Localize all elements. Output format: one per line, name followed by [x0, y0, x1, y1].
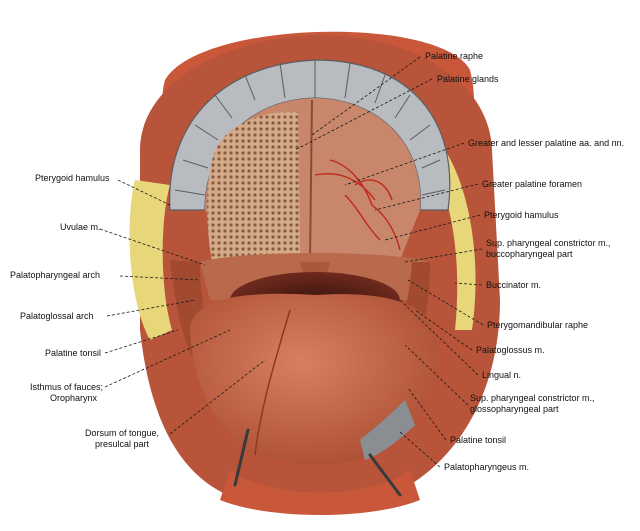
label-palatopharyngeus-m: Palatopharyngeus m.	[444, 462, 529, 472]
label-palatine-tonsil-right: Palatine tonsil	[450, 435, 506, 445]
label-greater-palatine-foramen: Greater palatine foramen	[482, 179, 582, 189]
label-sup-pharyngeal-constrictor-glosso-1: Sup. pharyngeal constrictor m.,	[470, 393, 595, 403]
left-cheek-fat	[129, 180, 172, 340]
label-palatoglossal-arch: Palatoglossal arch	[20, 311, 94, 321]
leader-lines-right	[294, 56, 484, 468]
palatine-glands	[207, 111, 300, 262]
retractor-left	[233, 428, 250, 487]
label-sup-pharyngeal-constrictor-glosso-2: glossopharyngeal part	[470, 404, 559, 414]
label-palatine-raphe: Palatine raphe	[425, 51, 483, 61]
label-palatine-glands: Palatine glands	[437, 74, 499, 84]
label-lingual-n: Lingual n.	[482, 370, 521, 380]
teeth-outlines	[174, 60, 446, 196]
leader-lines-left	[99, 179, 266, 435]
label-buccinator-m: Buccinator m.	[486, 280, 541, 290]
label-isthmus-of-fauces: Isthmus of fauces;	[30, 382, 103, 392]
label-pterygoid-hamulus-right: Pterygoid hamulus	[484, 210, 559, 220]
label-greater-lesser-palatine: Greater and lesser palatine aa. and nn.	[468, 138, 624, 148]
label-pterygomandibular-raphe: Pterygomandibular raphe	[487, 320, 588, 330]
retractor-right	[368, 453, 402, 497]
label-dorsum-of-tongue: Dorsum of tongue,	[85, 428, 159, 438]
tongue	[190, 293, 439, 465]
lower-teeth	[360, 400, 415, 460]
palatine-vessels	[314, 159, 401, 251]
right-cheek-fat	[432, 150, 476, 330]
lower-lip	[220, 470, 420, 515]
label-uvulae-m: Uvulae m.	[60, 222, 101, 232]
tongue-median-sulcus	[254, 309, 291, 456]
label-sup-pharyngeal-constrictor-bucco-2: buccopharyngeal part	[486, 249, 573, 259]
palatine-raphe	[309, 99, 313, 261]
label-oropharynx: Oropharynx	[50, 393, 98, 403]
label-presulcal-part: presulcal part	[95, 439, 150, 449]
label-palatopharyngeal-arch: Palatopharyngeal arch	[10, 270, 100, 280]
label-pterygoid-hamulus-left: Pterygoid hamulus	[35, 173, 110, 183]
label-palatoglossus-m: Palatoglossus m.	[476, 345, 545, 355]
label-palatine-tonsil-left: Palatine tonsil	[45, 348, 101, 358]
label-sup-pharyngeal-constrictor-bucco-1: Sup. pharyngeal constrictor m.,	[486, 238, 611, 248]
